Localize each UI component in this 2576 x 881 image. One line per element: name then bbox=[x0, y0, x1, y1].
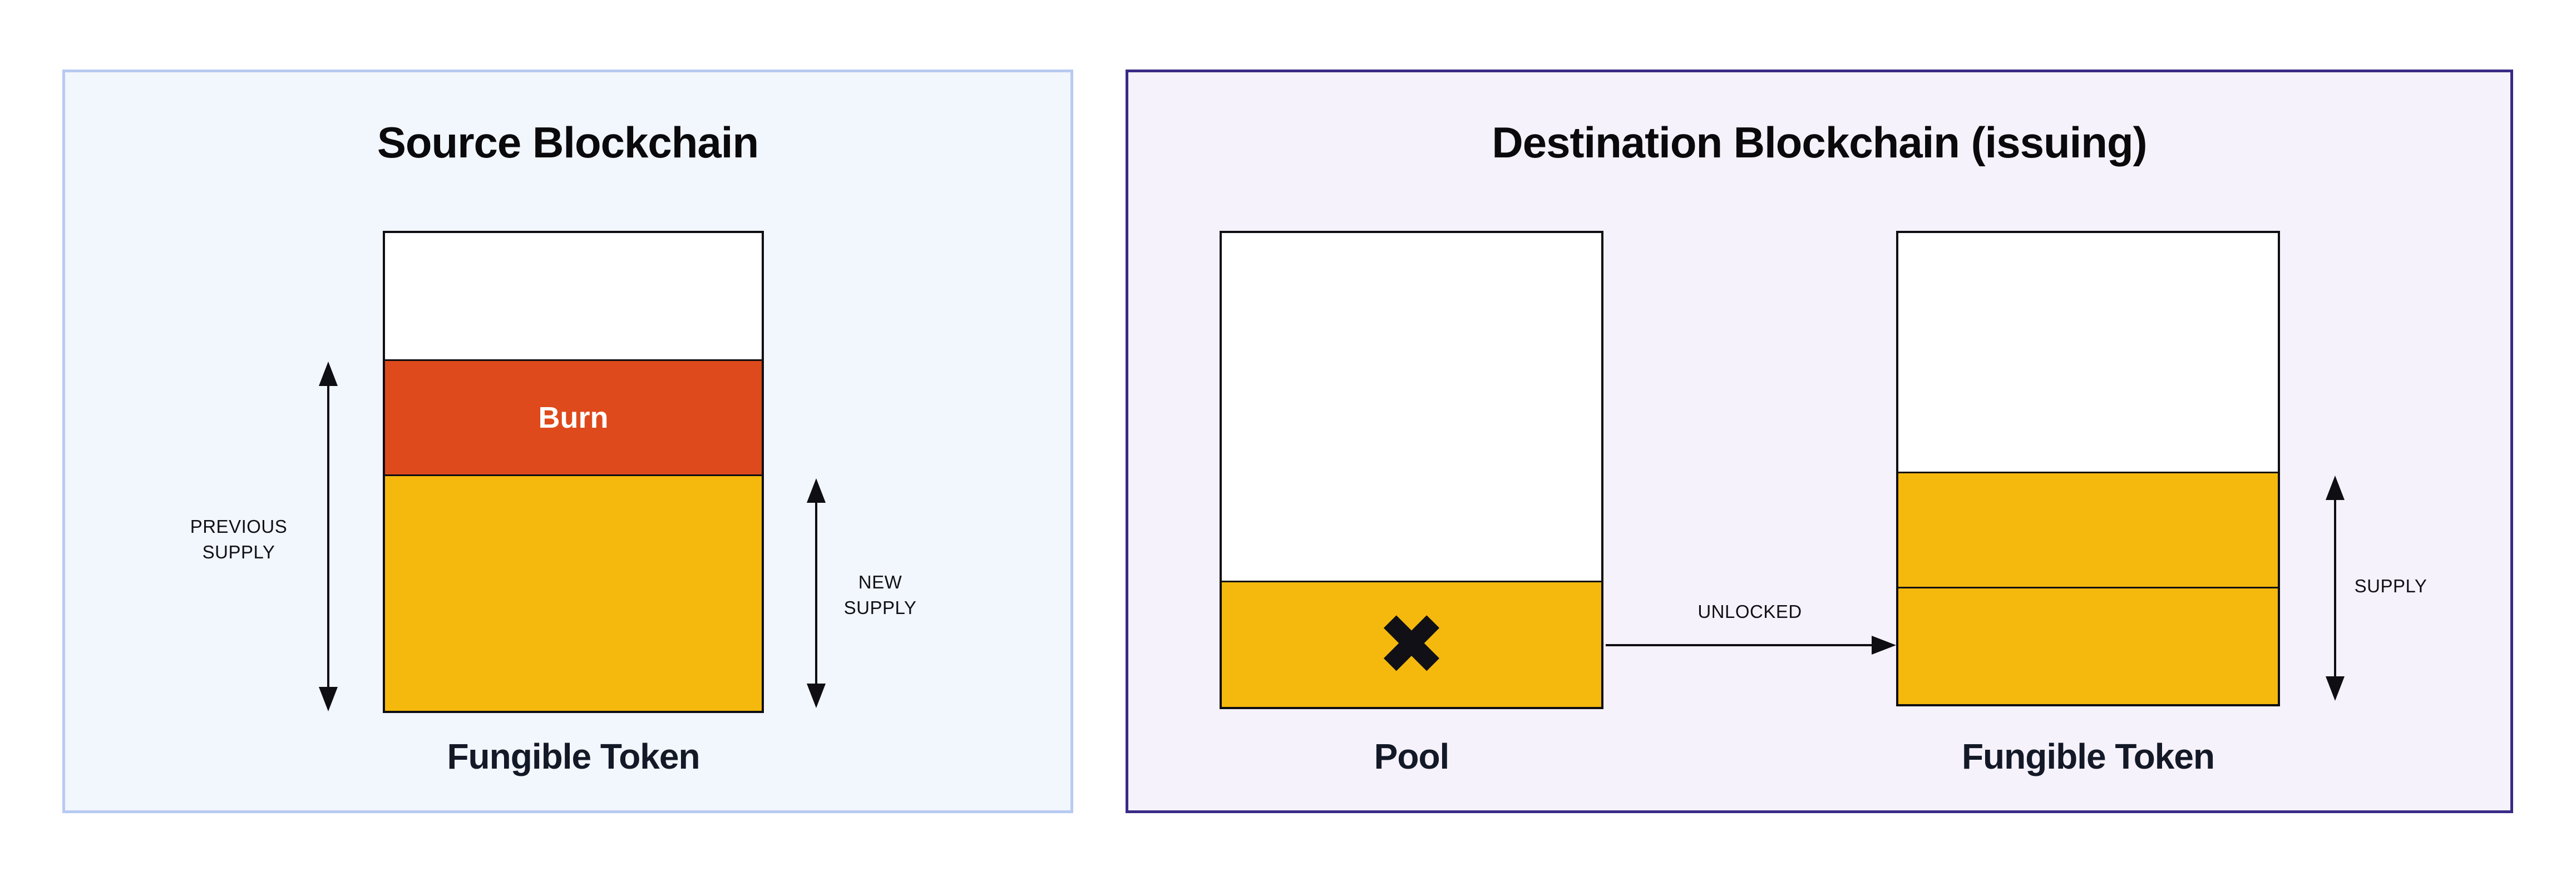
unlocked-arrow-right-icon bbox=[1606, 636, 1896, 655]
previous-supply-label-line1: PREVIOUS bbox=[190, 516, 288, 537]
source-bar-empty-section bbox=[385, 233, 762, 359]
unlocked-label: UNLOCKED bbox=[1661, 601, 1839, 623]
previous-supply-double-arrow-icon bbox=[318, 362, 338, 711]
source-bar-remaining-supply-section bbox=[385, 474, 762, 711]
pool-bar-empty-section bbox=[1222, 233, 1601, 581]
arrow-shaft bbox=[2334, 497, 2336, 680]
new-supply-label-line1: NEW bbox=[858, 572, 902, 592]
arrow-shaft bbox=[815, 499, 817, 687]
arrow-shaft bbox=[327, 383, 329, 690]
arrow-shaft bbox=[1606, 644, 1875, 646]
source-blockchain-panel: Source Blockchain Burn PREVIOUS SUPPLY N… bbox=[62, 70, 1073, 813]
source-bar-caption: Fungible Token bbox=[447, 736, 700, 776]
pool-bar-locked-section: ✖ bbox=[1222, 581, 1601, 707]
arrow-down-head bbox=[807, 684, 826, 708]
new-supply-label-line2: SUPPLY bbox=[843, 597, 917, 618]
burn-label: Burn bbox=[538, 401, 609, 434]
arrow-down-head bbox=[319, 687, 338, 711]
pool-bar: ✖ bbox=[1220, 231, 1603, 709]
destination-fungible-token-bar bbox=[1896, 231, 2280, 706]
supply-label-text: SUPPLY bbox=[2354, 576, 2427, 596]
cross-icon: ✖ bbox=[1376, 598, 1447, 691]
destination-bar-empty-section bbox=[1898, 233, 2278, 472]
destination-bar-caption: Fungible Token bbox=[1961, 736, 2215, 776]
arrow-up-head bbox=[2326, 476, 2345, 500]
arrow-right-head bbox=[1872, 636, 1896, 655]
destination-bar-lower-supply-section bbox=[1898, 587, 2278, 704]
arrow-down-head bbox=[2326, 676, 2345, 701]
supply-double-arrow-icon bbox=[2325, 476, 2345, 701]
new-supply-double-arrow-icon bbox=[806, 478, 826, 708]
arrow-up-head bbox=[319, 362, 338, 386]
source-bar-burn-section: Burn bbox=[385, 359, 762, 474]
new-supply-label: NEW SUPPLY bbox=[802, 570, 958, 621]
destination-blockchain-panel: Destination Blockchain (issuing) ✖ Pool … bbox=[1126, 70, 2513, 813]
unlocked-label-text: UNLOCKED bbox=[1697, 601, 1802, 622]
source-fungible-token-bar: Burn bbox=[383, 231, 764, 713]
source-panel-title: Source Blockchain bbox=[377, 118, 759, 167]
supply-label: SUPPLY bbox=[2313, 575, 2469, 597]
destination-panel-title: Destination Blockchain (issuing) bbox=[1492, 118, 2147, 167]
previous-supply-label-line2: SUPPLY bbox=[202, 542, 275, 562]
destination-bar-upper-supply-section bbox=[1898, 472, 2278, 587]
arrow-up-head bbox=[807, 478, 826, 503]
pool-bar-caption: Pool bbox=[1374, 736, 1450, 776]
previous-supply-label: PREVIOUS SUPPLY bbox=[94, 514, 383, 565]
